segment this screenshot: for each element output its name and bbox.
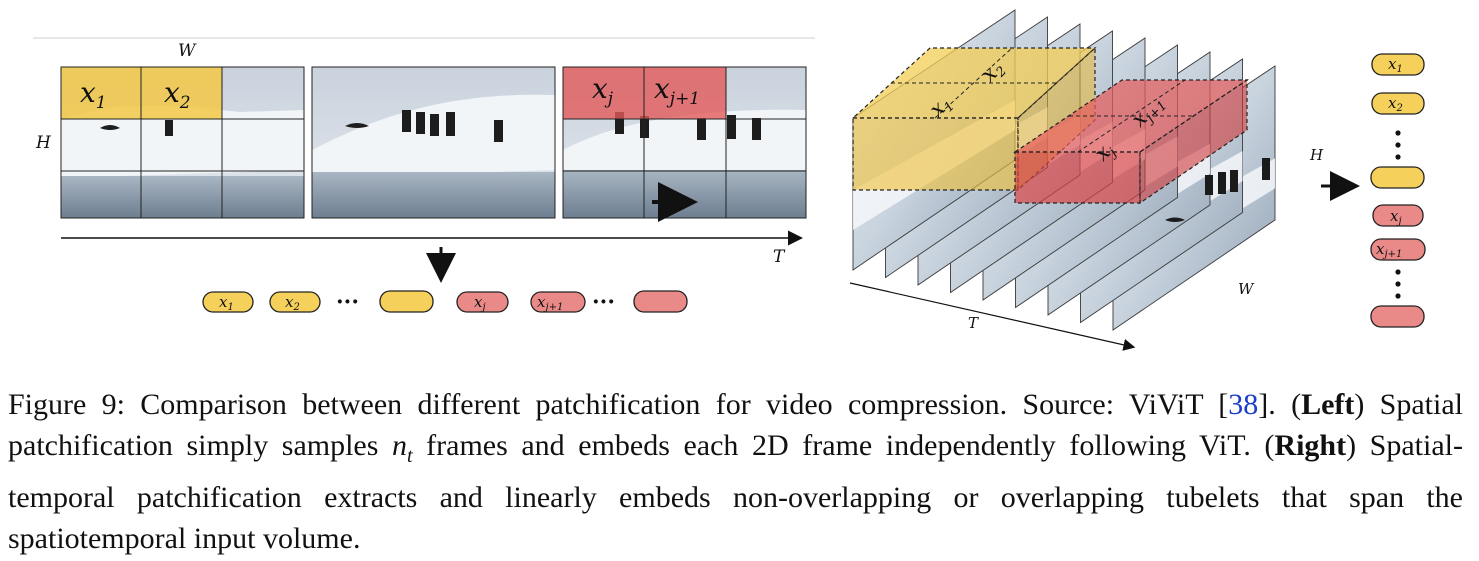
col-token-x2 bbox=[1371, 92, 1425, 115]
right-token-column: x1 x2 xj xj+1 bbox=[1370, 53, 1426, 328]
citation-link[interactable]: 38 bbox=[1228, 388, 1259, 421]
svg-text:xj+1: xj+1 bbox=[1376, 240, 1402, 260]
caption-math-var: n bbox=[392, 429, 408, 462]
frame1-patch-2-label: x2 bbox=[164, 76, 191, 113]
left-width-label: W bbox=[178, 41, 197, 61]
left-token-row: x1 x2 ··· xj xj+1 ··· bbox=[202, 289, 688, 315]
svg-text:x2: x2 bbox=[1388, 94, 1403, 114]
figure-caption: Figure 9: Comparison between different p… bbox=[8, 384, 1463, 559]
caption-math-sub: t bbox=[407, 445, 413, 467]
caption-text-2: ]. ( bbox=[1258, 388, 1302, 421]
token-x2 bbox=[269, 291, 321, 313]
red-tubelet: xj xj+1 bbox=[1013, 78, 1249, 205]
ellipsis-1: ··· bbox=[336, 289, 359, 315]
left-height-label: H bbox=[35, 133, 52, 153]
caption-text-4: frames and embeds each 2D frame independ… bbox=[412, 429, 1275, 462]
right-time-axis bbox=[849, 282, 1136, 351]
svg-text:x2: x2 bbox=[285, 293, 300, 313]
left-time-label: T bbox=[773, 247, 786, 267]
caption-text-5: ) Spatial-temporal patchification extrac… bbox=[8, 429, 1463, 555]
col-token-xj1 bbox=[1370, 238, 1426, 261]
token-x1 bbox=[202, 291, 254, 313]
right-time-label: T bbox=[968, 314, 979, 332]
right-width-label: W bbox=[1238, 280, 1255, 298]
token-red-last bbox=[633, 290, 688, 313]
frame3-patch-1-label: xj bbox=[592, 72, 614, 109]
col-token-xj bbox=[1372, 204, 1424, 227]
svg-text:x1: x1 bbox=[219, 293, 234, 313]
frame-3: xj xj+1 bbox=[562, 66, 807, 222]
frame3-patch-2-label: xj+1 bbox=[654, 72, 700, 109]
caption-text-1: Comparison between different patchificat… bbox=[124, 388, 1229, 421]
left-panel: W H x1 x2 bbox=[35, 41, 807, 315]
frame-1: x1 x2 bbox=[60, 66, 305, 219]
token-xj bbox=[456, 291, 509, 313]
frame1-patch-1-label: x1 bbox=[80, 76, 107, 113]
caption-label: Figure 9: bbox=[8, 388, 125, 421]
caption-right-bold: Right bbox=[1274, 429, 1347, 462]
svg-text:xj: xj bbox=[474, 293, 486, 313]
caption-text-3: ) Spatial patchification simply samples bbox=[8, 388, 1463, 462]
caption-left-bold: Left bbox=[1301, 388, 1355, 421]
svg-text:x1: x1 bbox=[1388, 55, 1403, 75]
token-xj1 bbox=[530, 291, 586, 313]
right-height-label: H bbox=[1309, 146, 1324, 164]
ellipsis-2: ··· bbox=[592, 289, 615, 315]
col-token-red-last bbox=[1370, 305, 1425, 328]
col-token-x1 bbox=[1371, 53, 1425, 76]
right-panel: x1 x2 xj xj+1 H W T bbox=[849, 9, 1426, 351]
svg-text:xj+1: xj+1 bbox=[537, 293, 563, 313]
front-penguins bbox=[1165, 158, 1270, 222]
figure-illustration: W H x1 x2 bbox=[33, 9, 1426, 351]
svg-text:xj: xj bbox=[1390, 207, 1402, 227]
frame-2 bbox=[311, 66, 556, 219]
token-yellow-last bbox=[379, 290, 434, 313]
col-token-yellow-last bbox=[1370, 166, 1425, 189]
